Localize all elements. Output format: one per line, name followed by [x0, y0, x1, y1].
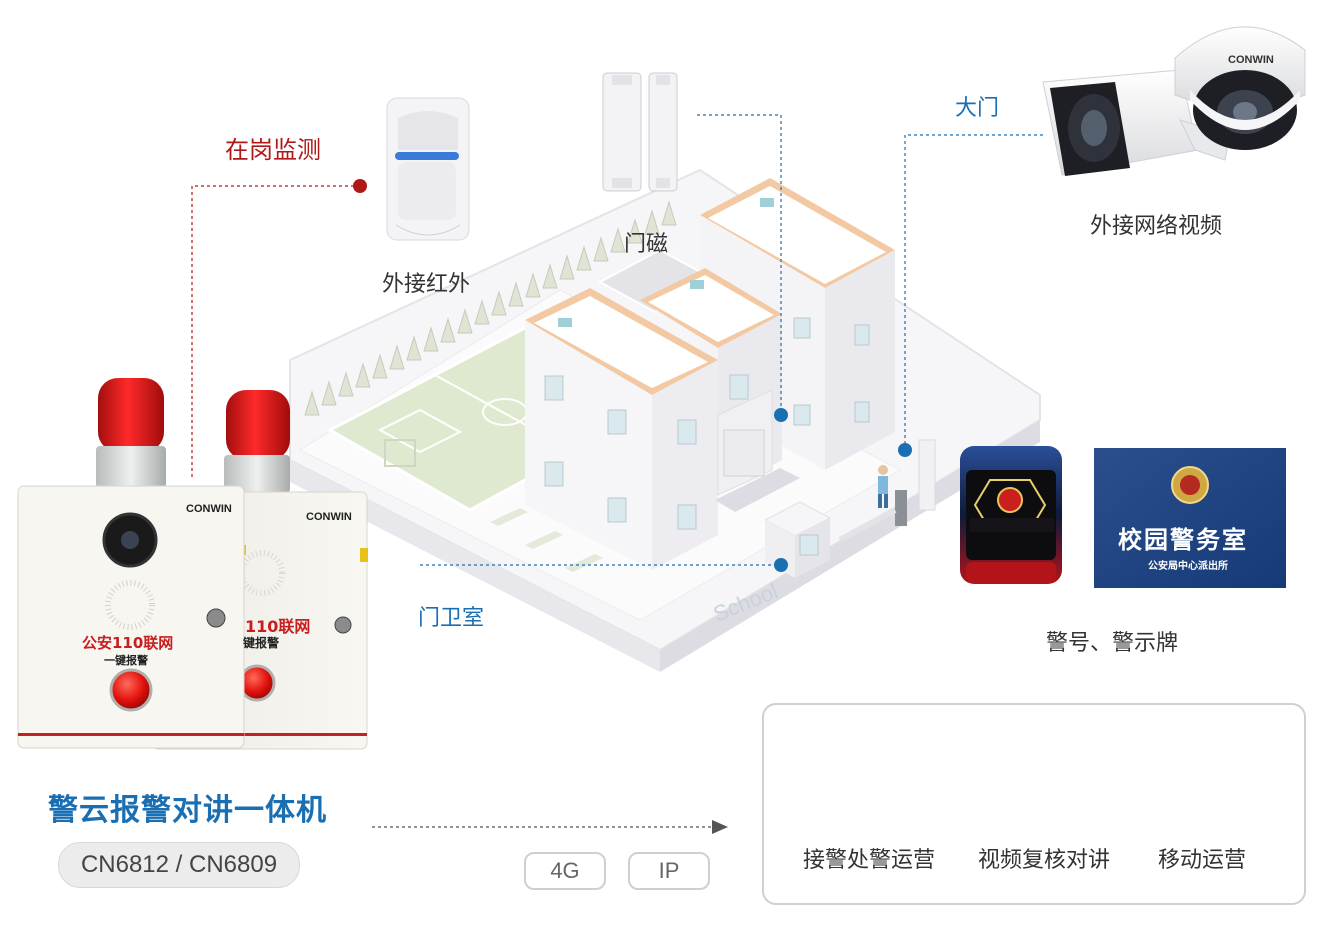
label-door-magnet: 门磁: [624, 232, 669, 257]
device-panel-sub-back: 键报警: [243, 636, 280, 650]
label-guard-room: 门卫室: [418, 606, 485, 631]
operation-label-video-review: 视频复核对讲: [978, 848, 1111, 873]
node-guard-room: [774, 558, 788, 572]
network-camera-icon: [1042, 26, 1306, 176]
device-brand-front: CONWIN: [186, 503, 232, 515]
connectivity-4g: 4G: [524, 852, 606, 890]
device-panel-sub: 一键报警: [104, 654, 148, 667]
product-models: CN6812 / CN6809: [58, 842, 300, 888]
label-gate: 大门: [955, 96, 1000, 121]
building-front: [525, 288, 749, 570]
device-panel-main: 公安110联网: [82, 634, 174, 652]
node-door-magnet: [774, 408, 788, 422]
tree-row: [304, 200, 677, 416]
node-monitoring: [353, 179, 367, 193]
camera-brand-mark: CONWIN: [1228, 54, 1274, 66]
connectivity-ip: IP: [628, 852, 710, 890]
label-alarm-sign: 警号、警示牌: [1046, 631, 1179, 656]
operation-label-dispatch: 接警处警运营: [803, 848, 936, 873]
sign-title: 校园警务室: [1118, 526, 1248, 554]
connector-lines: [191, 114, 1045, 828]
door-magnet-icon: [602, 72, 678, 192]
alarm-device-front: [17, 378, 245, 749]
node-gate: [898, 443, 912, 457]
device-panel-main-back: 110联网: [245, 617, 311, 636]
benches: [490, 508, 603, 572]
device-brand-back: CONWIN: [306, 511, 352, 523]
sign-subtitle: 公安局中心派出所: [1148, 561, 1228, 572]
label-monitoring: 在岗监测: [225, 136, 321, 164]
operation-label-mobile: 移动运营: [1158, 848, 1247, 873]
label-network-video: 外接网络视频: [1090, 214, 1223, 239]
operations-panel: [762, 703, 1306, 905]
gate: [838, 439, 936, 543]
product-title: 警云报警对讲一体机: [48, 793, 327, 828]
building-back: [700, 178, 895, 470]
label-infrared: 外接红外: [382, 272, 471, 297]
arrow-head-icon: [712, 820, 728, 834]
infrared-sensor-icon: [386, 97, 470, 241]
siren-icon: [960, 446, 1062, 584]
building-entrance: [715, 389, 800, 512]
